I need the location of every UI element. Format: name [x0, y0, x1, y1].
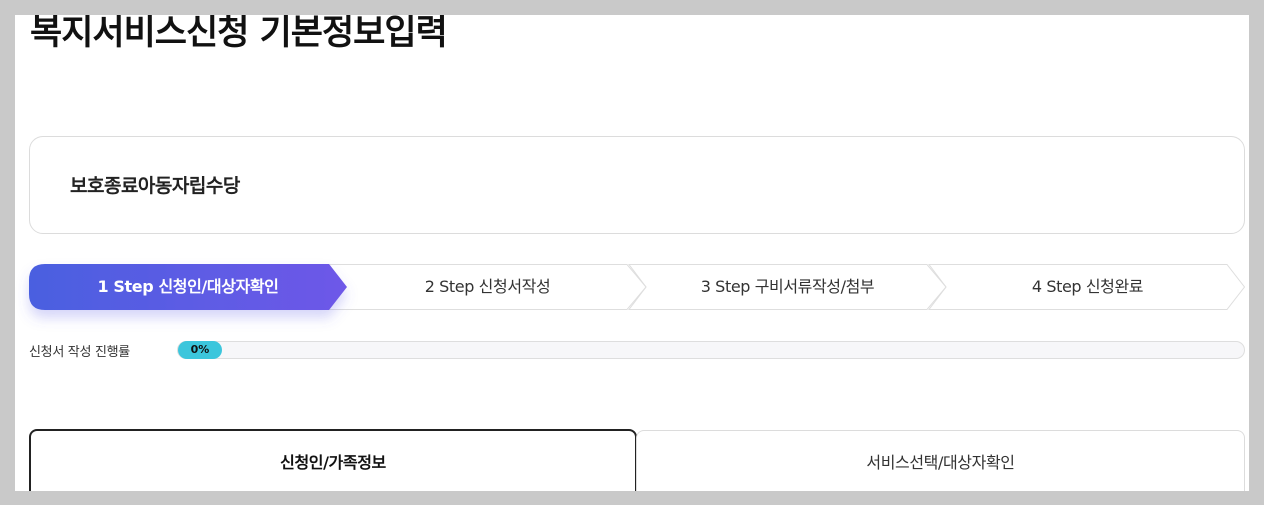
- page-title: 복지서비스신청 기본정보입력: [30, 15, 448, 53]
- step-3-label: 3 Step 구비서류작성/첨부: [700, 277, 875, 296]
- progress-label: 신청서 작성 진행률: [29, 345, 130, 360]
- service-name: 보호종료아동자립수당: [70, 175, 240, 197]
- progress-track: 0%: [177, 341, 1245, 359]
- step-arrows: [29, 264, 1246, 310]
- service-card: 보호종료아동자립수당: [29, 136, 1245, 234]
- form-tabs: 신청인/가족정보 서비스선택/대상자확인: [29, 429, 1245, 491]
- tab-applicant-family-info[interactable]: 신청인/가족정보: [29, 429, 637, 491]
- step-4-label: 4 Step 신청완료: [1031, 277, 1144, 296]
- progress-fill: 0%: [178, 341, 222, 359]
- progress-row: 신청서 작성 진행률 0%: [29, 340, 1245, 360]
- page-frame: 복지서비스신청 기본정보입력 보호종료아동자립수당 1 Step 신청인/대상자…: [15, 15, 1249, 491]
- tab-service-selection[interactable]: 서비스선택/대상자확인: [636, 430, 1245, 491]
- step-indicator: 1 Step 신청인/대상자확인 2 Step 신청서작성 3 Step 구비서…: [29, 264, 1246, 310]
- step-1-shape: [29, 264, 347, 310]
- step-1-label: 1 Step 신청인/대상자확인: [97, 277, 279, 296]
- step-2-label: 2 Step 신청서작성: [424, 277, 551, 296]
